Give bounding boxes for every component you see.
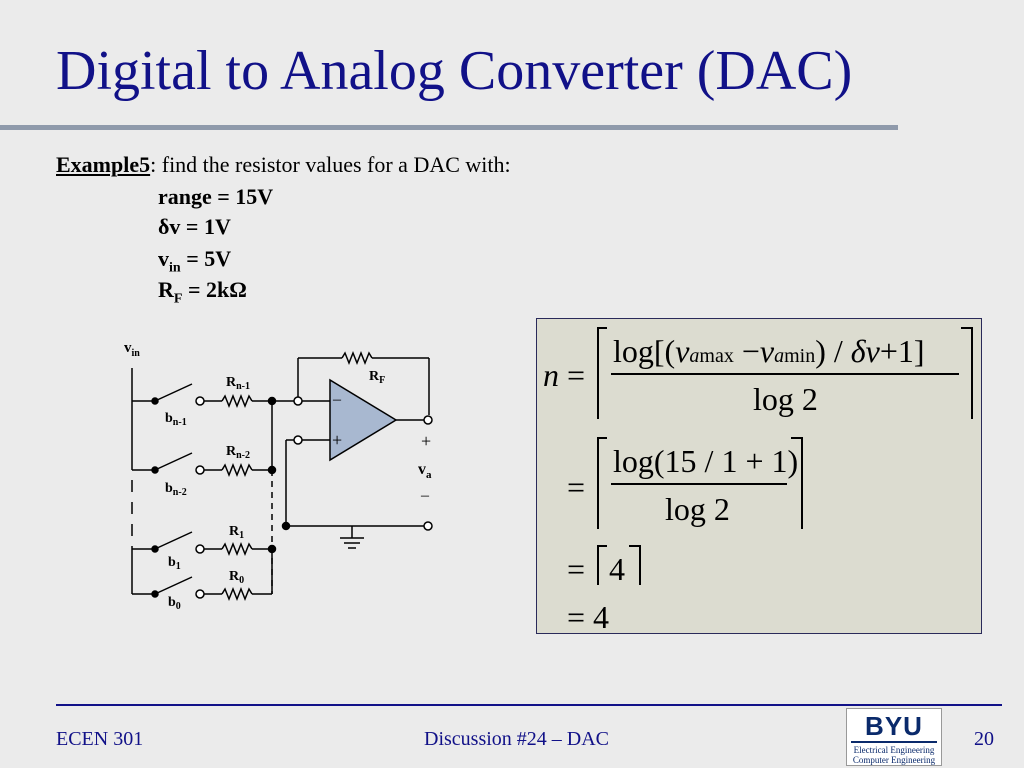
spec-rf: RF = 2kΩ <box>158 277 247 307</box>
label-op-plus: + <box>332 430 342 450</box>
logo-line-2: Computer Engineering <box>852 755 936 765</box>
eq-equals-2: = <box>567 469 586 505</box>
eq-equals-1: = <box>567 357 586 393</box>
example-statement: Example5: find the resistor values for a… <box>56 152 511 178</box>
ceil-left-3 <box>597 545 599 585</box>
dac-circuit-diagram: vin <box>124 340 433 612</box>
output-pos-terminal <box>423 415 433 425</box>
label-b0: b0 <box>168 595 181 612</box>
label-b1: b1 <box>168 555 181 572</box>
label-rn-1: Rn-1 <box>226 375 250 392</box>
spec-vin-sub: in <box>169 260 181 276</box>
svg-text:vin: vin <box>124 340 140 359</box>
footer-page-number: 20 <box>974 728 994 750</box>
fraction-bar-1 <box>611 373 959 375</box>
label-bn-1: bn-1 <box>165 411 187 428</box>
node-1 <box>267 544 277 554</box>
rf-resistor <box>341 350 373 366</box>
output-neg-terminal <box>423 521 433 531</box>
label-va: va <box>418 461 432 481</box>
label-rf: RF <box>369 369 385 386</box>
logo-line-1: Electrical Engineering <box>853 745 935 755</box>
ceil-left-1 <box>597 327 599 419</box>
eq-equals-3: = <box>567 551 586 587</box>
noninv-input-terminal <box>293 435 303 445</box>
label-r1: R1 <box>229 524 244 541</box>
eq4-result: = 4 <box>567 599 610 635</box>
ground-icon <box>340 537 364 549</box>
title-divider <box>0 125 898 130</box>
branch-0 <box>132 576 272 602</box>
label-out-minus: – <box>420 487 430 504</box>
label-rn-2: Rn-2 <box>226 444 250 461</box>
eq2-denominator: log 2 <box>665 491 730 527</box>
label-r0: R0 <box>229 569 244 586</box>
logo-wordmark: BYU <box>865 711 923 741</box>
branch-1 <box>132 531 272 557</box>
spec-vin-prefix: v <box>158 246 169 271</box>
spec-rf-sub: F <box>173 291 183 307</box>
node-n-2 <box>267 465 277 475</box>
label-op-minus: – <box>332 391 342 408</box>
eq1-numerator: log[(vamax −vamin) / δv+1] <box>613 333 925 369</box>
spec-rf-suffix: = 2kΩ <box>182 277 247 302</box>
example-label: Example5 <box>56 152 151 177</box>
inv-input-terminal <box>293 396 303 406</box>
footer-topic: Discussion #24 – DAC <box>424 728 610 750</box>
slide-title: Digital to Analog Converter (DAC) <box>56 40 853 102</box>
label-bn-2: bn-2 <box>165 481 187 498</box>
label-out-plus: + <box>421 431 431 451</box>
ceil-right-1 <box>971 327 973 419</box>
eq2-numerator: log(15 / 1 + 1) <box>613 443 799 479</box>
ceil-left-2 <box>597 437 599 529</box>
spec-range: range = 15V <box>158 184 274 209</box>
vin-label: vin <box>124 340 140 359</box>
footer-divider <box>56 704 1002 706</box>
footer-course: ECEN 301 <box>56 728 144 750</box>
branch-n-1 <box>132 383 272 409</box>
example-text: : find the resistor values for a DAC wit… <box>150 152 511 177</box>
byu-logo: BYU Electrical Engineering Computer Engi… <box>846 708 942 766</box>
spec-vin-suffix: = 5V <box>180 246 232 271</box>
branch-n-2 <box>132 452 272 478</box>
spec-rf-prefix: R <box>158 277 174 302</box>
eq-n: n <box>543 357 559 393</box>
ceil-right-2 <box>801 437 803 529</box>
op-amp-triangle <box>329 378 398 462</box>
fraction-bar-2 <box>611 483 787 485</box>
spec-vin: vin = 5V <box>158 246 231 276</box>
spec-delta-v: δv = 1V <box>158 214 231 239</box>
equation-box: n = log[(vamax −vamin) / δv+1] log 2 = l… <box>536 318 982 634</box>
eq1-denominator: log 2 <box>753 381 818 417</box>
ceil-right-3 <box>639 545 641 585</box>
eq3-value: 4 <box>609 551 625 587</box>
